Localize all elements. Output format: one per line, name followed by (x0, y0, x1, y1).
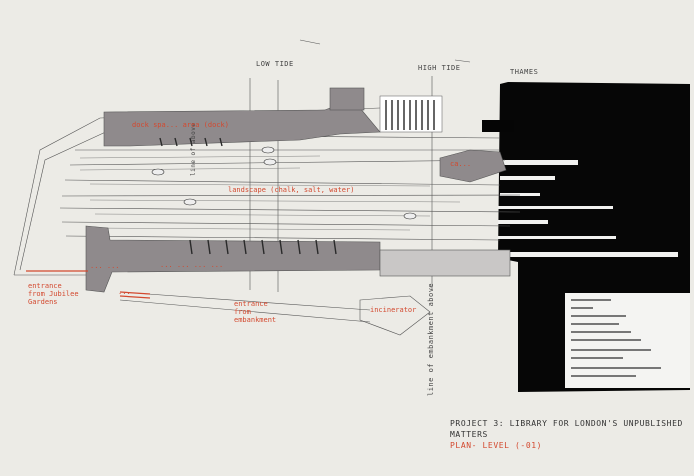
entrance-markers (26, 270, 151, 299)
building-volumes (85, 87, 511, 293)
annotation-long-strip: ... ... ... ... (160, 261, 224, 269)
title-line-1: PROJECT 3: LIBRARY FOR LONDON'S UNPUBLIS… (450, 419, 683, 428)
annotation-incinerator: incinerator (370, 306, 417, 314)
high-tide-label: HIGH TIDE (418, 64, 461, 72)
annotation-centre: ca... (450, 160, 472, 168)
stair-block (379, 95, 443, 133)
sheet-title: PROJECT 3: LIBRARY FOR LONDON'S UNPUBLIS… (450, 418, 683, 451)
low-tide-label: LOW TIDE (256, 60, 294, 68)
site-linework (13, 39, 521, 336)
embankment-line-label: line of embankment above (427, 282, 435, 396)
annotation-bridge: ... (118, 288, 131, 296)
seating-ovals (151, 146, 417, 220)
column-ticks (159, 137, 337, 255)
annotation-dock: dock spa... area (dock) (132, 121, 229, 129)
annotation-stair: ... ... (90, 262, 120, 270)
line-above-label: line of above (190, 122, 197, 176)
annotation-entrance-jubilee: entrance from Jubilee Gardens (28, 282, 79, 306)
small-black-block (482, 120, 514, 132)
title-plan-level: PLAN- LEVEL (-01) (450, 441, 543, 450)
thames-label: THAMES (510, 68, 539, 76)
annotation-landscape: landscape (chalk, salt, water) (228, 186, 355, 194)
legend-panel (565, 293, 690, 388)
title-line-2: MATTERS (450, 430, 488, 439)
annotation-entrance-embankment: entrance from embankment (234, 300, 277, 324)
hatching (79, 155, 461, 231)
pier-strips (498, 160, 678, 257)
